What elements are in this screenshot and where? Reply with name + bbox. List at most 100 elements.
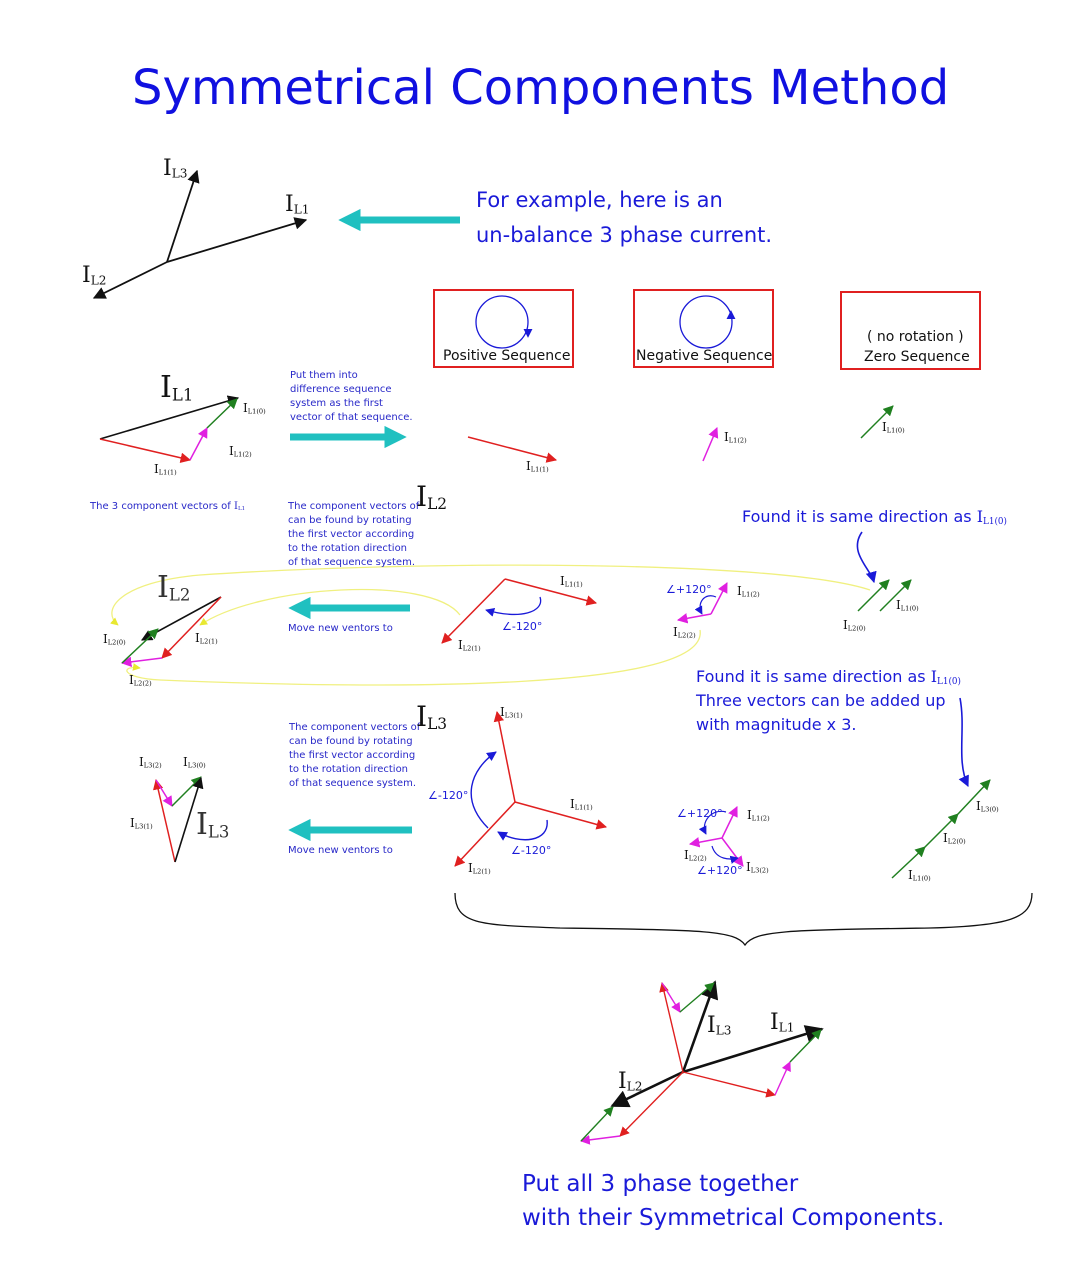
page-title: Symmetrical Components Method [132,60,950,116]
note-put-into-1: Put them into [290,370,358,381]
seq-zero-il1 [860,405,894,439]
label-il1-0: IL1(0) [243,401,266,416]
label-zero3-il2-0: IL2(0) [943,831,966,846]
il2-zero-vectors [857,579,912,612]
positive-sequence-box [433,289,574,368]
label-il1-1: IL1(1) [154,462,177,477]
label-il2-2: IL2(2) [129,673,152,688]
label-zero-il2-0: IL2(0) [843,618,866,633]
note-put-into-4: vector of that sequence. [290,412,413,423]
label-neg3-il2-2: IL2(2) [684,848,707,863]
closing-line-1: Put all 3 phase together [522,1171,799,1197]
label-neg3-il3-2: IL3(2) [746,860,769,875]
zero-sequence-label: Zero Sequence [864,349,970,365]
note-rotate-l2-5: of that sequence system. [288,557,416,568]
neg-rot-arc [694,595,717,615]
note-rotate-l3-2: can be found by rotating [289,736,413,747]
il3-neg-il2 [688,837,723,848]
final-l2-neg [580,1135,621,1145]
final-l2-zero [580,1106,614,1142]
angle-neg-l3-a: ∠+120° [677,807,723,820]
label-il2-big: IL2 [157,570,191,605]
label-il3-1: IL3(1) [130,816,153,831]
note-rotate-l3-5: of that sequence system. [289,778,417,789]
closing-line-2: with their Symmetrical Components. [522,1205,945,1231]
il3-resultant [174,776,204,863]
label-il2-note: IL2 [416,480,448,514]
il3-positive-rotation [454,710,608,867]
note-rotate-l3-1: The component vectors of [289,722,421,733]
final-l1-pos [682,1071,776,1098]
label-neg3-il1-2: IL1(2) [747,808,770,823]
zero3-il1 [891,846,926,879]
il1-resultant [99,395,240,440]
note-rotate-l2-1: The component vectors of [288,501,420,512]
final-combined-diagram [580,980,824,1145]
note-three-added-2: with magnitude x 3. [696,715,857,734]
angle-neg-l2: ∠+120° [666,583,712,596]
il3-neg-arc-b [711,845,739,864]
curly-brace [454,892,1033,947]
il2-positive [161,596,222,659]
il3-pos-il3 [493,710,516,803]
label-pos-il3-1: IL3(1) [500,705,523,720]
il3-pos-il1 [514,801,608,830]
label-pos3-il1-1: IL1(1) [570,797,593,812]
il3-negative [155,779,173,807]
note-rotate-l2-2: can be found by rotating [288,515,412,526]
pos-rot-arc [485,596,542,617]
guide-curve-zero [110,564,871,626]
zero-il2 [857,579,890,612]
note-put-into-2: difference sequence [290,384,392,395]
guide-curves [110,564,871,686]
label-pos-il2-1: IL2(1) [458,638,481,653]
blue-arrow-three-hint [958,697,969,788]
label-zero3-il1-0: IL1(0) [908,868,931,883]
vector-il3 [166,169,200,263]
label-seq-il1-2: IL1(2) [724,430,747,445]
label-neg-il2-2: IL2(2) [673,625,696,640]
final-il1 [682,1025,824,1074]
label-il3-note: IL3 [416,700,448,734]
label-il3-top: IL3 [163,156,188,181]
il3-neg-il3 [721,837,744,867]
angle-pos-l3-b: ∠-120° [511,844,552,857]
negative-sequence-box [633,289,774,368]
note-rotate-l3-4: to the rotation direction [289,764,409,775]
guide-curve-negative [126,629,701,686]
label-pos-il1-1: IL1(1) [560,574,583,589]
label-il1-2: IL1(2) [229,444,252,459]
guide-curve-positive [199,588,461,626]
rotation-indicators [475,295,736,349]
label-final-il1: IL1 [770,1010,795,1035]
angle-pos-l2: ∠-120° [502,620,543,633]
il2-positive-rotation [441,578,598,644]
zero3-il2 [924,813,959,848]
label-pos3-il2-1: IL2(1) [468,861,491,876]
note-found-same-1: Found it is same direction as IL1(0) [742,507,1007,527]
seq-negative-il1 [702,427,719,462]
vector-il2 [92,261,168,299]
neg-rot-il2 [676,613,712,624]
il3-zero-vectors [891,779,991,879]
positive-rotation-circle [475,295,529,349]
note-move-l2: Move new ventors to [288,623,393,634]
il2-decomposition [120,596,222,668]
negative-rotation-circle [679,295,733,349]
il3-pos-arc-a [470,751,497,829]
final-l1-zero [789,1029,822,1063]
il1-zero [206,398,238,429]
final-l1-neg [774,1061,791,1096]
positive-sequence-label: Positive Sequence [443,348,571,364]
note-three-added-1: Three vectors can be added up [696,691,946,710]
label-il3-big: IL3 [196,807,230,842]
label-il2-0: IL2(0) [103,632,126,647]
final-l3-neg [661,982,681,1013]
zero-sequence-box [840,291,981,370]
seq-positive-il1 [467,436,558,463]
first-sequence-vectors [467,405,894,463]
final-il3 [681,980,719,1073]
note-rotate-l3-3: the first vector according [289,750,416,761]
